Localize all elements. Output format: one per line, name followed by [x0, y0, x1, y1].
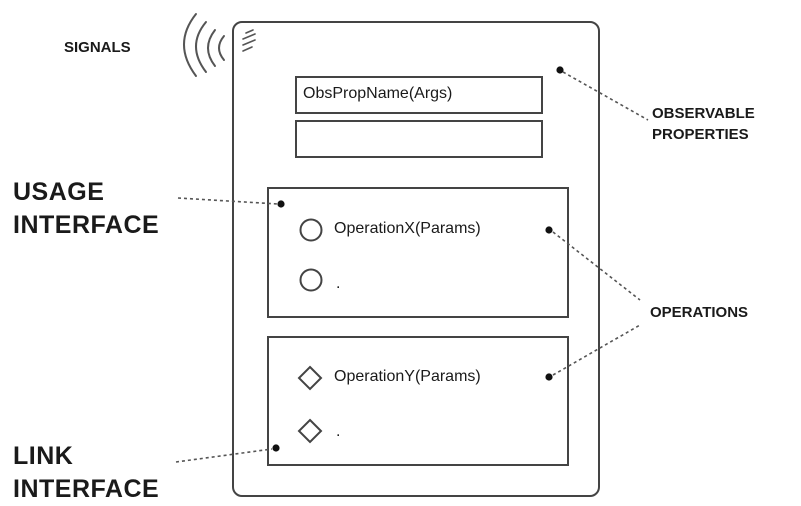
observable-property-box: ObsPropName(Args): [295, 76, 543, 114]
diamond-icon: [297, 365, 323, 391]
observable-property-text: ObsPropName(Args): [303, 85, 453, 102]
operation-x-label: OperationX(Params): [334, 220, 481, 237]
usage-interface-dot: [277, 200, 285, 208]
diamond-icon: [297, 418, 323, 444]
usage-interface-label: USAGE INTERFACE: [13, 176, 159, 242]
usage-interface-label-line1: USAGE: [13, 178, 105, 206]
operations-connector-lower: [552, 324, 641, 376]
operation-x-dot: [545, 226, 553, 234]
operations-label: OPERATIONS: [650, 304, 749, 321]
observable-properties-connector: [562, 71, 649, 121]
signal-waves-icon: [183, 13, 225, 77]
observable-properties-dot: [556, 66, 564, 74]
observable-properties-label: OBSERVABLE PROPERTIES: [652, 103, 755, 145]
circle-icon: [299, 268, 323, 292]
link-interface-box: [267, 336, 569, 466]
operation-y-label: OperationY(Params): [334, 368, 481, 385]
usage-interface-connector: [177, 197, 279, 205]
link-interface-connector: [175, 448, 273, 463]
connector-dots: [272, 66, 564, 452]
operations-connector-upper: [552, 231, 641, 301]
observable-properties-label-line1: OBSERVABLE: [652, 105, 755, 122]
circle-icon: [299, 218, 323, 242]
observable-property-box-empty: [295, 120, 543, 158]
usage-interface-box: [267, 187, 569, 318]
signal-wave-1: [183, 13, 197, 77]
usage-interface-label-line2: INTERFACE: [13, 211, 160, 239]
link-operation-placeholder-label: .: [336, 423, 341, 440]
signal-wave-2: [195, 21, 207, 73]
dotted-connectors: [175, 71, 649, 463]
zigzag-icon: [242, 29, 256, 52]
operation-placeholder-label: .: [336, 275, 341, 292]
link-interface-label-line2: INTERFACE: [13, 475, 160, 503]
link-interface-dot: [272, 444, 280, 452]
signals-label: SIGNALS: [64, 39, 131, 56]
signal-wave-3: [207, 29, 216, 67]
observable-properties-label-line2: PROPERTIES: [652, 126, 749, 143]
operation-y-dot: [545, 373, 553, 381]
link-interface-label: LINK INTERFACE: [13, 440, 159, 506]
signal-wave-4: [218, 35, 225, 61]
link-interface-label-line1: LINK: [13, 442, 74, 470]
